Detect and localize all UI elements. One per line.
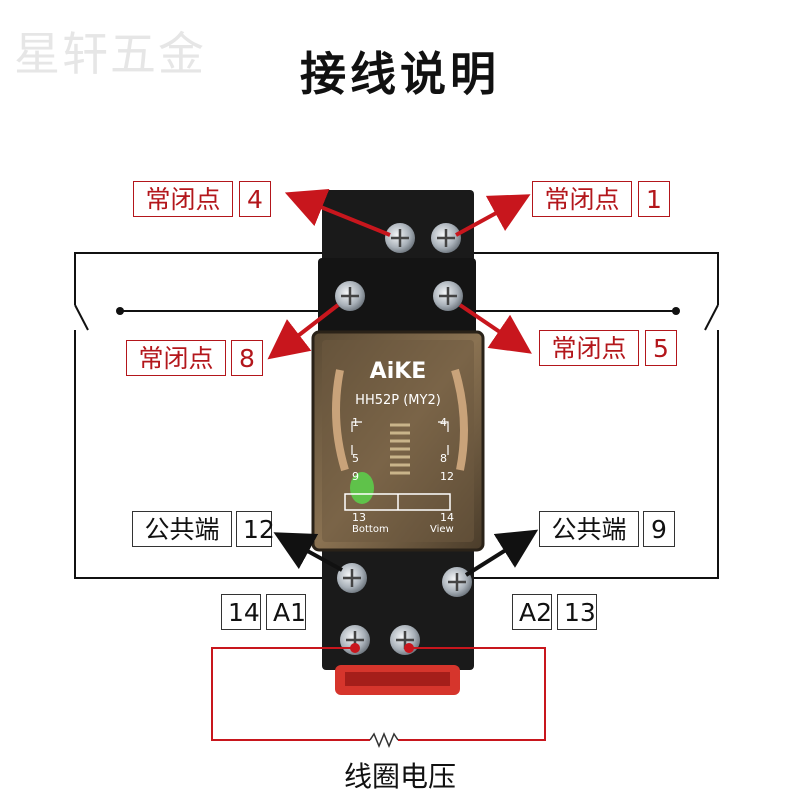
pin-label-9: 9: [352, 470, 359, 483]
label-nc-8-name: 常闭点: [126, 340, 226, 376]
coil-circuit: [211, 647, 546, 741]
resistor-symbol: [369, 732, 399, 748]
label-a1-name: A1: [266, 594, 306, 630]
relay-body: [311, 330, 485, 552]
label-nc-1-num: 1: [638, 181, 670, 217]
label-a2-num: 13: [557, 594, 597, 630]
screw-terminal-8: [335, 281, 365, 311]
label-nc-8-num: 8: [231, 340, 263, 376]
pin-label-5: 5: [352, 452, 359, 465]
pin-label-12: 12: [440, 470, 454, 483]
junction-dot: [116, 307, 124, 315]
bottom-text: Bottom: [352, 524, 389, 535]
coil-dot-a2: [404, 643, 414, 653]
relay-model: HH52P (MY2): [355, 393, 441, 408]
label-com-9-name: 公共端: [539, 511, 639, 547]
label-nc-5-num: 5: [645, 330, 677, 366]
screw-terminal-12: [337, 563, 367, 593]
screw-terminal-5: [433, 281, 463, 311]
relay-brand: AiKE: [370, 359, 427, 384]
view-text: View: [430, 524, 454, 535]
pin-label-8: 8: [440, 452, 447, 465]
label-nc-4-name: 常闭点: [133, 181, 233, 217]
coil-voltage-label: 线圈电压: [343, 760, 456, 793]
label-a1-num: 14: [221, 594, 261, 630]
led-indicator: [350, 472, 374, 504]
page-title: 接线说明: [300, 47, 500, 101]
label-com-12-num: 12: [236, 511, 275, 547]
junction-dot: [672, 307, 680, 315]
pin-label-13: 13: [352, 511, 366, 524]
pin-label-14: 14: [440, 511, 454, 524]
pin-label-1: 1: [352, 416, 359, 429]
label-com-9-num: 9: [643, 511, 675, 547]
coil-dot-a1: [350, 643, 360, 653]
screw-terminal-1: [431, 223, 461, 253]
label-a2-name: A2: [512, 594, 552, 630]
label-nc-1-name: 常闭点: [532, 181, 632, 217]
label-nc-4-num: 4: [239, 181, 271, 217]
pin-label-4: 4: [440, 416, 447, 429]
label-com-12-name: 公共端: [132, 511, 232, 547]
watermark: 星轩五金: [14, 27, 206, 81]
screw-terminal-4: [385, 223, 415, 253]
com-arrows: [273, 529, 539, 577]
nc-arrows: [267, 188, 532, 360]
label-nc-5-name: 常闭点: [539, 330, 639, 366]
screw-terminal-9: [442, 567, 472, 597]
